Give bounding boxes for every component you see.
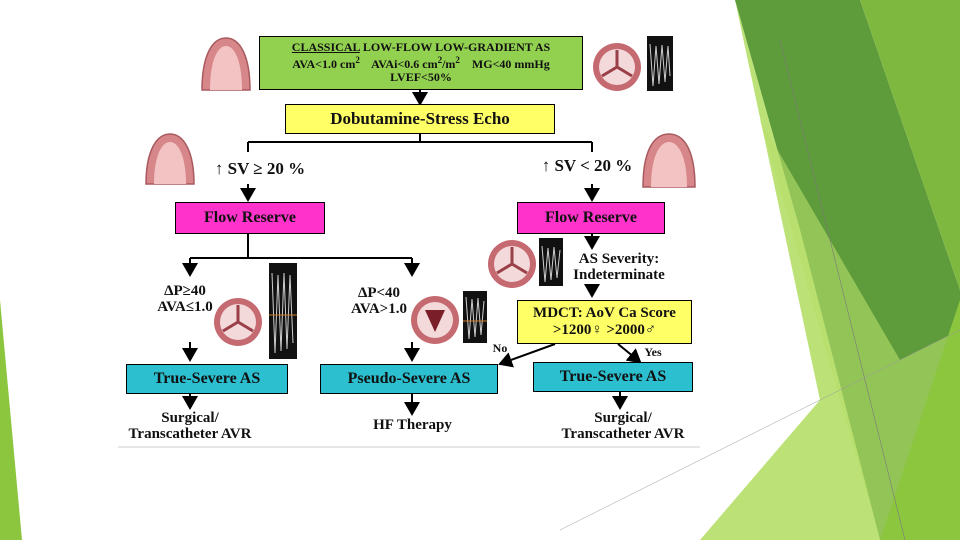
criteria-line: AVA<1.0 cm2 AVAi<0.6 cm2/m2 MG<40 mmHg: [292, 54, 550, 71]
doppler-trace-icon: [647, 36, 673, 91]
right-facet-light: [700, 0, 880, 540]
sv-increase-label-left: ↑ SV ≥ 20 %: [214, 159, 306, 178]
left-green-strip: [0, 300, 22, 540]
as-severity-indeterminate: AS Severity: Indeterminate: [573, 251, 665, 283]
flow-reserve-box-left: Flow Reserve: [175, 202, 325, 234]
pseudo-severe-as-box: Pseudo-Severe AS: [320, 364, 498, 394]
right-facet-pale: [760, 120, 960, 540]
no-label: No: [492, 341, 508, 355]
lvef-line: LVEF<50%: [390, 70, 452, 85]
yes-label: Yes: [644, 345, 662, 359]
right-facet-bright: [880, 300, 960, 540]
criteria-dp-lt-40: ΔP<40 AVA>1.0: [351, 285, 407, 317]
aortic-valve-icon: [593, 43, 641, 91]
aortic-valve-icon: [411, 296, 459, 344]
doppler-trace-icon: [269, 263, 297, 359]
flow-reserve-box-right: Flow Reserve: [517, 202, 665, 234]
left-ventricle-icon: [201, 37, 251, 91]
classical-lflg-as-box: CLASSICAL LOW-FLOW LOW-GRADIENT AS AVA<1…: [259, 36, 583, 90]
sv-increase-label-right: ↑ SV < 20 %: [541, 156, 633, 175]
box-title: CLASSICAL LOW-FLOW LOW-GRADIENT AS: [291, 39, 551, 54]
therapy-surgical-tavr-left: Surgical/ Transcatheter AVR: [128, 410, 252, 442]
therapy-hf: HF Therapy: [373, 417, 452, 433]
true-severe-as-box-left: True-Severe AS: [126, 364, 288, 394]
doppler-trace-icon: [463, 291, 487, 343]
criteria-dp-ge-40: ΔP≥40 AVA≤1.0: [157, 283, 213, 315]
doppler-trace-icon: [539, 238, 563, 286]
facet-line: [559, 329, 960, 531]
left-ventricle-icon: [145, 133, 195, 185]
right-facet-mid: [860, 0, 960, 290]
facet-line: [779, 39, 906, 540]
mdct-calcium-score-box: MDCT: AoV Ca Score >1200♀ >2000♂: [517, 300, 692, 344]
aortic-valve-icon: [488, 240, 536, 288]
aortic-valve-icon: [214, 298, 262, 346]
true-severe-as-box-right: True-Severe AS: [533, 362, 693, 392]
left-ventricle-icon: [642, 133, 696, 188]
therapy-surgical-tavr-right: Surgical/ Transcatheter AVR: [561, 410, 685, 442]
dobutamine-stress-echo-box: Dobutamine-Stress Echo: [285, 104, 555, 134]
